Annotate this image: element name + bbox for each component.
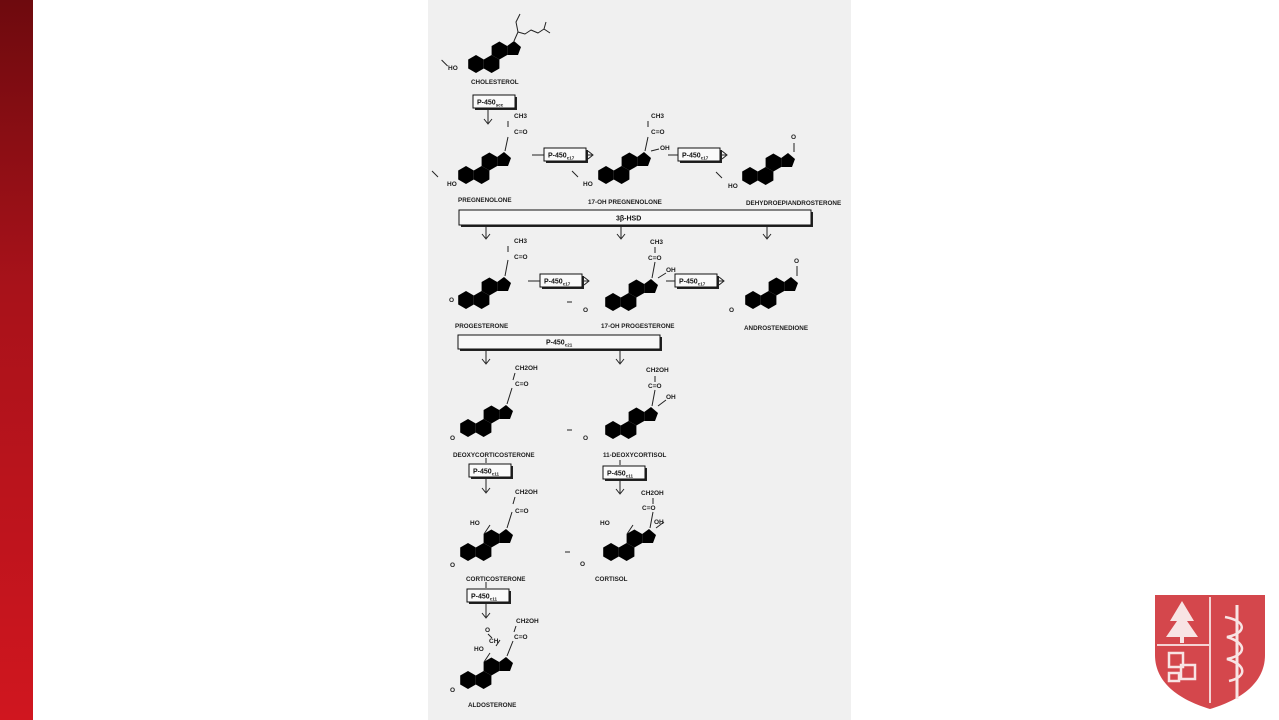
deoxycortisol-group-4: O (583, 435, 588, 442)
androstenedione-group-2: O (729, 307, 734, 314)
cortisol-group-5: O (580, 561, 585, 568)
enzyme-p450c17-a-label: P-450c17 (548, 153, 575, 161)
enzyme-p450c11-c-box (466, 588, 510, 603)
progesterone-group-2: C=O (514, 254, 528, 261)
enzyme-p450c21-bar (457, 334, 661, 350)
cortisol-group-1: CH2OH (641, 490, 664, 497)
aldosterone-group-2: C=O (514, 634, 528, 641)
oh17-pregnenolone-group-3: OH (660, 145, 670, 152)
progesterone-structure (458, 246, 511, 309)
side-accent-bar (0, 0, 33, 720)
corticosterone-group-1: CH2OH (515, 489, 538, 496)
oh17-pregnenolone-structure (571, 121, 660, 184)
androstenedione-label: ANDROSTENEDIONE (744, 325, 808, 332)
deoxycorticosterone-structure (460, 372, 516, 437)
oh17-pregnenolone-group-4: HO (583, 181, 593, 188)
deoxycorticosterone-group-1: CH2OH (515, 365, 538, 372)
cholesterol-group-1: HO (448, 65, 458, 72)
deoxycorticosterone-group-3: O (450, 435, 455, 442)
progesterone-label: PROGESTERONE (455, 323, 508, 330)
deoxycorticosterone-group-2: C=O (515, 381, 529, 388)
deoxycorticosterone-label: DEOXYCORTICOSTERONE (453, 452, 535, 459)
enzyme-p450c11-b-box (602, 465, 646, 480)
enzyme-p450c11-a-label: P-450c11 (473, 469, 499, 477)
oh17-progesterone-structure (567, 247, 667, 311)
oh17-progesterone-group-1: CH3 (650, 239, 663, 246)
steroid-pathway-figure: HO CHOLESTEROL P-450scc CH3 C=O HO PREGN… (428, 0, 851, 720)
pregnenolone-label: PREGNENOLONE (458, 197, 512, 204)
aldosterone-structure (460, 625, 517, 689)
enzyme-p450c11-c-label: P-450c11 (471, 594, 497, 602)
cortisol-group-2: C=O (642, 505, 656, 512)
cholesterol-label: CHOLESTEROL (471, 79, 519, 86)
corticosterone-group-2: C=O (515, 508, 529, 515)
cortisol-label: CORTISOL (595, 576, 628, 583)
aldosterone-group-5: HO (474, 646, 484, 653)
shield-tree-caduceus-icon (1151, 593, 1269, 711)
deoxycortisol-group-2: C=O (648, 383, 662, 390)
enzyme-p450c17-d-label: P-450c17 (679, 279, 706, 287)
enzyme-3b-hsd-label: 3β-HSD (616, 216, 641, 223)
enzyme-p450c21-label: P-450c21 (546, 340, 573, 348)
cholesterol-structure (441, 13, 551, 73)
pregnenolone-group-2: C=O (514, 129, 528, 136)
oh17-pregnenolone-label: 17-OH PREGNENOLONE (588, 199, 662, 206)
pathway-diagram: HO CHOLESTEROL P-450scc CH3 C=O HO PREGN… (431, 13, 841, 709)
oh17-pregnenolone-group-1: CH3 (651, 113, 664, 120)
aldosterone-group-3: O (485, 627, 490, 634)
corticosterone-structure (460, 496, 516, 561)
androstenedione-structure (745, 266, 798, 309)
oh17-pregnenolone-group-2: C=O (651, 129, 665, 136)
oh17-progesterone-group-4: O (583, 307, 588, 314)
pregnenolone-group-1: CH3 (514, 113, 527, 120)
dhea-group-2: HO (728, 183, 738, 190)
oh17-progesterone-group-2: C=O (648, 255, 662, 262)
cortisol-group-4: HO (600, 520, 610, 527)
deoxycortisol-structure (567, 376, 667, 439)
corticosterone-group-3: HO (470, 520, 480, 527)
corticosterone-label: CORTICOSTERONE (466, 576, 525, 583)
enzyme-3b-hsd-bar (458, 209, 812, 226)
cortisol-structure (565, 498, 665, 561)
enzyme-p450scc-box (472, 94, 516, 109)
pregnenolone-structure (431, 121, 511, 184)
corticosterone-group-4: O (450, 562, 455, 569)
oh17-progesterone-group-3: OH (666, 267, 676, 274)
enzyme-p450c11-b-label: P-450c11 (607, 471, 633, 479)
androstenedione-group-1: O (794, 258, 799, 265)
oh17-progesterone-label: 17-OH PROGESTERONE (601, 323, 674, 330)
deoxycortisol-group-3: OH (666, 394, 676, 401)
dhea-label: DEHYDROEPIANDROSTERONE (746, 200, 841, 207)
aldosterone-group-6: O (450, 687, 455, 694)
deoxycortisol-label: 11-DEOXYCORTISOL (603, 452, 666, 459)
deoxycortisol-group-1: CH2OH (646, 367, 669, 374)
enzyme-p450c17-c-label: P-450c17 (544, 279, 571, 287)
pregnenolone-group-3: HO (447, 181, 457, 188)
aldosterone-group-4: CH (489, 638, 499, 645)
enzyme-p450c17-b-label: P-450c17 (682, 153, 709, 161)
progesterone-group-1: CH3 (514, 238, 527, 245)
enzyme-p450scc-label: P-450scc (477, 100, 504, 108)
aldosterone-group-1: CH2OH (516, 618, 539, 625)
aldosterone-label: ALDOSTERONE (468, 702, 516, 709)
progesterone-group-3: O (449, 297, 454, 304)
enzyme-p450c11-a-box (468, 463, 512, 478)
cortisol-group-3: OH (654, 519, 664, 526)
dhea-group-1: O (791, 134, 796, 141)
dhea-structure (715, 143, 795, 185)
